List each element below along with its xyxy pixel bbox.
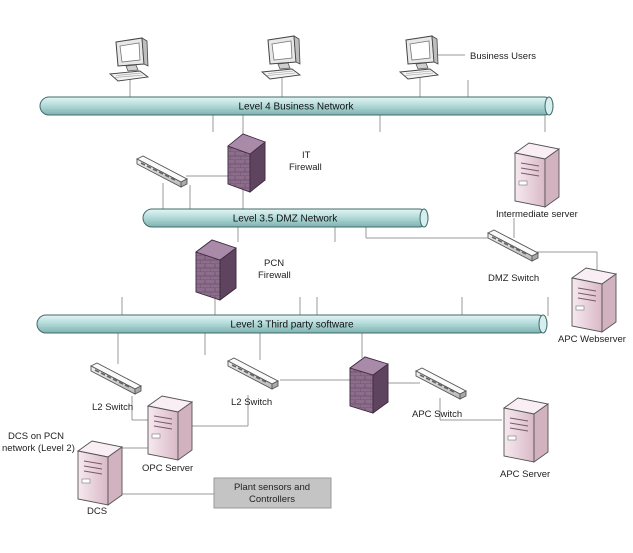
l2-switch-left-icon [90,362,142,395]
dcs-label: DCS [87,506,107,517]
apc-webserver-icon [571,267,617,333]
apc-switch-label: APC Switch [412,409,462,420]
business-users-label: Business Users [470,51,536,62]
level4-label: Level 4 Business Network [238,102,354,113]
dcs-note-line2: network (Level 2) [2,443,75,454]
workstation-icon [399,35,439,80]
plant-sensors-label-1: Plant sensors and [234,482,310,493]
workstation-icon [109,37,149,82]
apc-firewall-icon [349,356,389,414]
level35-label: Level 3.5 DMZ Network [233,214,338,225]
it-firewall-icon [227,133,266,193]
plant-sensors-box: Plant sensors and Controllers [213,477,332,509]
apc-switch-icon [415,367,467,400]
workstation-icon [261,35,301,80]
dmz-switch-label: DMZ Switch [488,273,539,284]
level3-third-party-bus: Level 3 Third party software [36,314,548,334]
l2-switch-left-label: L2 Switch [92,402,133,413]
apc-webserver-label: APC Webserver [558,334,626,345]
pcn-firewall-icon [195,239,237,301]
opc-server-icon [147,395,193,461]
it-firewall-label-2: Firewall [289,162,322,173]
level3-label: Level 3 Third party software [230,320,354,331]
intermediate-server-icon [514,142,560,208]
level35-dmz-network-bus: Level 3.5 DMZ Network [142,208,429,228]
pcn-firewall-label-2: Firewall [258,270,291,281]
l2-switch-mid-icon [227,357,279,390]
pcn-firewall-label-1: PCN [264,258,284,269]
dmz-switch-icon [487,229,539,262]
intermediate-server-label: Intermediate server [496,209,578,220]
dcs-server-icon [77,440,123,506]
dmz-top-switch-icon [136,155,188,188]
opc-server-label: OPC Server [142,463,193,474]
apc-server-label: APC Server [500,469,550,480]
dcs-note-line1: DCS on PCN [8,431,64,442]
plant-sensors-label-2: Controllers [249,494,295,505]
level4-business-network-bus: Level 4 Business Network [39,96,554,116]
apc-server-icon [503,397,549,463]
it-firewall-label-1: IT [302,150,311,161]
l2-switch-mid-label: L2 Switch [231,397,272,408]
